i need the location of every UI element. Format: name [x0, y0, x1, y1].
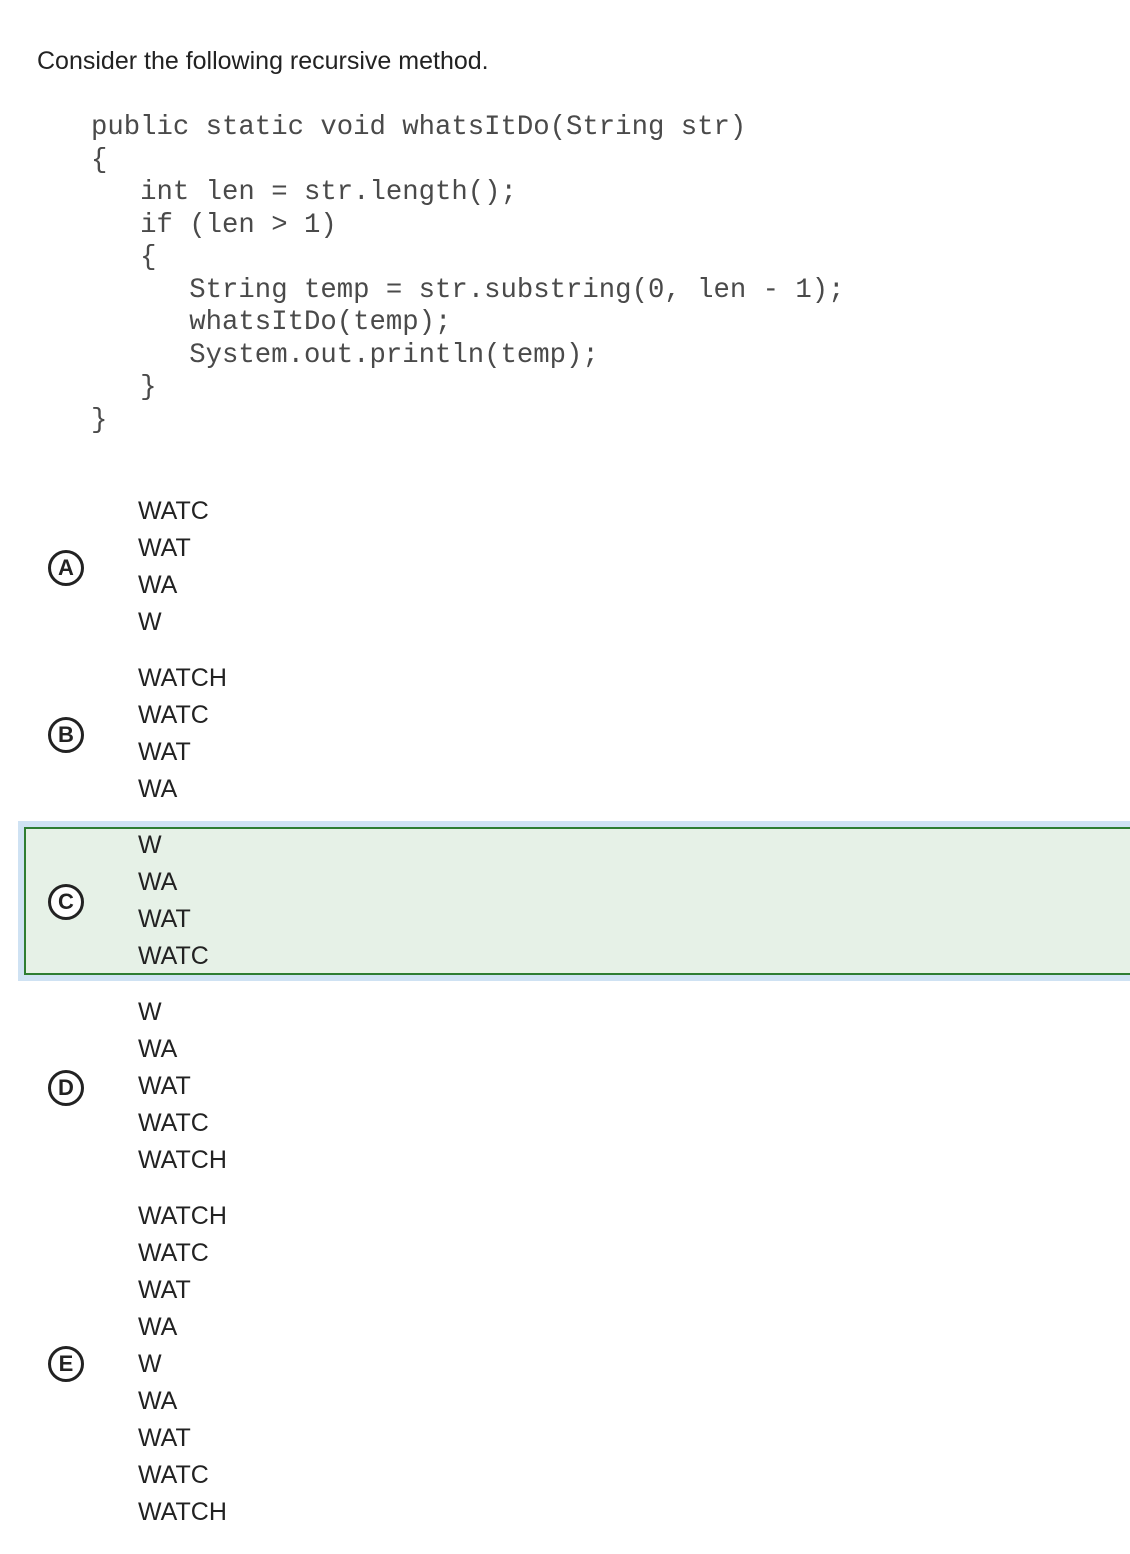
code-line: }: [91, 372, 157, 403]
choice-a-lines: WATC WAT WA W: [138, 493, 209, 641]
choice-b[interactable]: B WATCH WATC WAT WA: [24, 660, 1130, 808]
choice-b-lines: WATCH WATC WAT WA: [138, 660, 227, 808]
choice-line: WA: [138, 775, 178, 803]
code-line: String temp = str.substring(0, len - 1);: [91, 274, 845, 306]
choice-line: WATCH: [138, 664, 227, 692]
choice-line: WAT: [138, 905, 191, 933]
choice-line: WATCH: [138, 1498, 227, 1526]
choice-line: WAT: [138, 534, 191, 562]
choice-line: WATCH: [138, 1202, 227, 1230]
choice-line: WATC: [138, 701, 209, 729]
choice-line: WATC: [138, 1239, 209, 1267]
choice-a-letter-badge[interactable]: A: [48, 550, 84, 586]
choice-e-letter-badge[interactable]: E: [48, 1346, 84, 1382]
code-line: if (len > 1): [91, 209, 337, 241]
choice-d-lines: W WA WAT WATC WATCH: [138, 994, 227, 1179]
choice-line: WA: [138, 868, 178, 896]
choice-line: W: [138, 998, 162, 1026]
selected-highlight: [24, 827, 1130, 975]
choice-line: WATC: [138, 1109, 209, 1137]
choice-line: WAT: [138, 738, 191, 766]
code-block: public static void whatsItDo(String str)…: [91, 112, 845, 437]
choice-line: WAT: [138, 1276, 191, 1304]
choice-c-letter-badge[interactable]: C: [48, 884, 84, 920]
code-line: whatsItDo(temp);: [91, 307, 452, 338]
choice-d-letter-badge[interactable]: D: [48, 1070, 84, 1106]
code-line: }: [91, 404, 108, 436]
choice-e[interactable]: E WATCH WATC WAT WA W WA WAT WATC WATCH: [24, 1198, 1130, 1531]
choice-line: WA: [138, 1035, 178, 1063]
code-line: public static void whatsItDo(String str): [91, 112, 747, 143]
code-line: System.out.println(temp);: [91, 339, 599, 371]
choice-c-lines: W WA WAT WATC: [138, 827, 209, 975]
choice-line: WATC: [138, 1461, 209, 1489]
choice-c[interactable]: C W WA WAT WATC: [24, 827, 1130, 975]
choice-e-lines: WATCH WATC WAT WA W WA WAT WATC WATCH: [138, 1198, 227, 1531]
choice-line: WA: [138, 571, 178, 599]
choice-line: WAT: [138, 1424, 191, 1452]
code-line: {: [91, 144, 108, 176]
code-line: int len = str.length();: [91, 177, 517, 208]
choice-line: W: [138, 608, 162, 636]
choice-line: W: [138, 1350, 162, 1378]
choice-line: WATC: [138, 497, 209, 525]
code-line: {: [91, 242, 157, 273]
choice-line: W: [138, 831, 162, 859]
choice-line: WAT: [138, 1072, 191, 1100]
choice-a[interactable]: A WATC WAT WA W: [24, 493, 1130, 641]
choice-line: WATC: [138, 942, 209, 970]
question-prompt: Consider the following recursive method.: [37, 47, 489, 75]
choice-line: WA: [138, 1313, 178, 1341]
choice-line: WATCH: [138, 1146, 227, 1174]
choice-line: WA: [138, 1387, 178, 1415]
choice-d[interactable]: D W WA WAT WATC WATCH: [24, 994, 1130, 1179]
choice-b-letter-badge[interactable]: B: [48, 717, 84, 753]
